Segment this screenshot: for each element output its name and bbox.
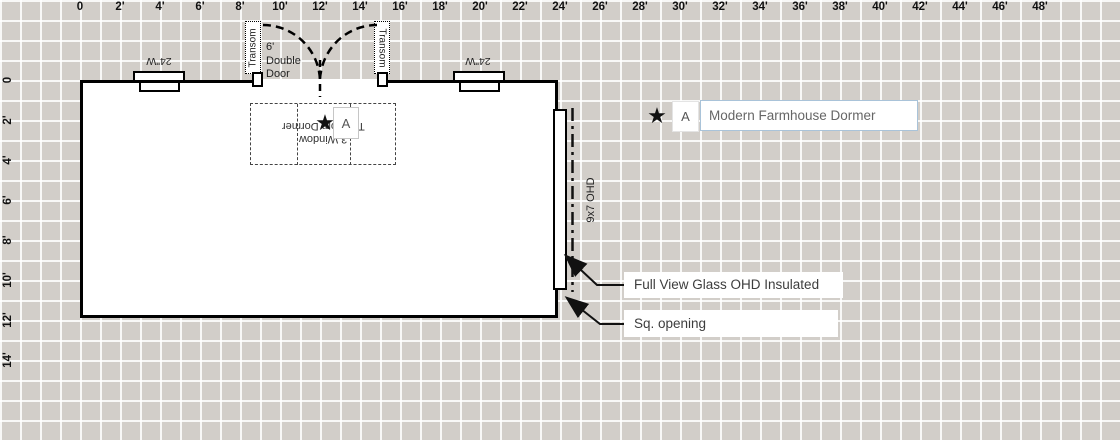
ruler-tick-top: 26' <box>592 1 608 13</box>
leader-sq-opening <box>564 296 624 325</box>
ruler-tick-top: 2' <box>115 1 125 13</box>
ruler-tick-top: 16' <box>392 1 408 13</box>
transom-right[interactable]: Transom <box>374 21 390 74</box>
ruler-tick-top: 34' <box>752 1 768 13</box>
ruler-tick-top: 8' <box>235 1 245 13</box>
ruler-tick-left: 2' <box>2 115 14 125</box>
ruler-tick-top: 36' <box>792 1 808 13</box>
transom-right-label: Transom <box>376 27 388 68</box>
ruler-tick-left: 8' <box>2 235 14 245</box>
leader-full-view <box>563 253 624 286</box>
ruler-tick-top: 32' <box>712 1 728 13</box>
ruler-tick-top: 0 <box>76 1 84 13</box>
ruler-tick-top: 40' <box>872 1 888 13</box>
ruler-tick-left: 6' <box>2 195 14 205</box>
door-jamb-right <box>377 72 388 87</box>
ruler-tick-top: 4' <box>155 1 165 13</box>
ruler-tick-top: 22' <box>512 1 528 13</box>
window-1-label: 24"W <box>146 55 172 67</box>
ruler-tick-left: 10' <box>2 272 14 288</box>
ruler-tick-left: 12' <box>2 312 14 328</box>
ohd-label: 9x7 OHD <box>585 177 597 223</box>
ruler-tick-top: 38' <box>832 1 848 13</box>
dormer-divider-1 <box>297 104 298 165</box>
door-jamb-left <box>252 72 263 87</box>
annotation-full-view[interactable]: Full View Glass OHD Insulated <box>624 272 843 298</box>
transom-left[interactable]: Transom <box>245 21 261 74</box>
window-2-label: 24"W <box>465 55 491 67</box>
transom-left-label: Transom <box>247 27 259 68</box>
double-door-label: 6' Double Door <box>266 41 301 80</box>
ruler-tick-left: 4' <box>2 155 14 165</box>
building-outline[interactable] <box>80 80 558 318</box>
ruler-tick-top: 18' <box>432 1 448 13</box>
legend-marker-letter: A <box>672 101 699 132</box>
legend-star-icon: ★ <box>647 103 667 128</box>
ruler-tick-top: 42' <box>912 1 928 13</box>
dormer-outline[interactable] <box>250 103 396 165</box>
ruler-tick-left: 14' <box>2 352 14 368</box>
ruler-tick-top: 12' <box>312 1 328 13</box>
annotation-sq-opening[interactable]: Sq. opening <box>624 310 838 337</box>
dormer-marker-letter[interactable]: A <box>333 107 359 139</box>
ruler-tick-top: 24' <box>552 1 568 13</box>
legend-name-input[interactable] <box>700 100 918 131</box>
dormer-star-icon[interactable]: ★ <box>315 110 335 135</box>
ohd-door[interactable] <box>553 109 567 290</box>
ruler-tick-top: 44' <box>952 1 968 13</box>
ruler-tick-top: 20' <box>472 1 488 13</box>
ruler-tick-top: 14' <box>352 1 368 13</box>
door-swing-arc-right <box>318 23 378 83</box>
ruler-tick-top: 28' <box>632 1 648 13</box>
ruler-tick-top: 48' <box>1032 1 1048 13</box>
ruler-tick-top: 10' <box>272 1 288 13</box>
ruler-tick-top: 46' <box>992 1 1008 13</box>
ruler-tick-left: 0 <box>2 76 14 84</box>
ruler-tick-top: 6' <box>195 1 205 13</box>
window-2-sill <box>459 81 500 92</box>
window-1-sill <box>139 81 180 92</box>
ruler-tick-top: 30' <box>672 1 688 13</box>
